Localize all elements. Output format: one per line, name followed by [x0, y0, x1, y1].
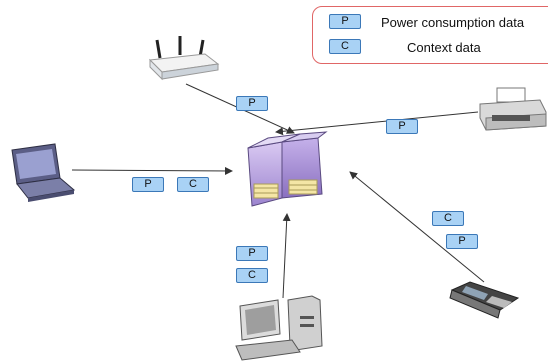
- legend-context-key: C: [329, 39, 361, 54]
- printer-icon: [479, 87, 547, 131]
- router-icon: [148, 36, 220, 81]
- tag-phone-context: C: [432, 211, 464, 226]
- arrow-phone-to-server: [349, 171, 485, 283]
- arrow-laptop-to-server: [71, 166, 233, 175]
- server-icon: [247, 131, 328, 207]
- legend-power-key: P: [329, 14, 361, 29]
- arrow-desktop-to-server: [282, 213, 291, 299]
- tag-phone-power: P: [446, 234, 478, 249]
- mobile-phone-icon: [449, 281, 520, 319]
- tag-laptop-context: C: [177, 177, 209, 192]
- tag-desktop-context: C: [236, 268, 268, 283]
- tag-router-power: P: [236, 96, 268, 111]
- tag-desktop-power: P: [236, 246, 268, 261]
- arrow-printer-to-server: [275, 111, 479, 136]
- desktop-computer-icon: [235, 295, 323, 361]
- tag-laptop-power: P: [132, 177, 164, 192]
- legend-context-label: Context data: [407, 40, 481, 55]
- legend: P Power consumption data C Context data: [312, 6, 548, 64]
- legend-power-label: Power consumption data: [381, 15, 525, 30]
- laptop-icon: [11, 143, 76, 202]
- tag-printer-power: P: [386, 119, 418, 134]
